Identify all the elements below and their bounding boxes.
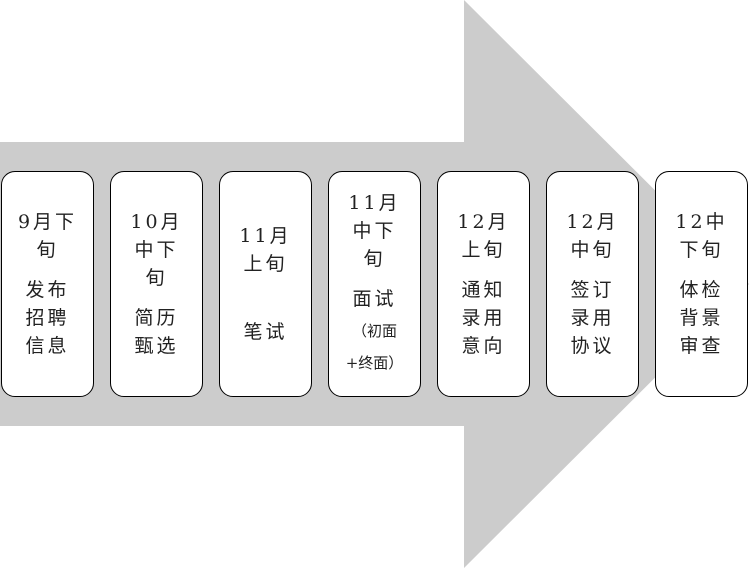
step-period: 11月 上旬 [239, 225, 292, 275]
step-period: 11月 中下 旬 [348, 192, 401, 270]
step-4-box: 11月 中下 旬 面试 （初面 +终面） [328, 171, 421, 397]
step-task: 签订 录用 协议 [570, 279, 615, 357]
step-note: （初面 +终面） [345, 322, 404, 372]
step-task: 笔试 [243, 321, 288, 343]
step-6-box: 12月 中旬 签订 录用 协议 [546, 171, 639, 397]
step-period: 12月 中旬 [566, 211, 619, 261]
step-7-box: 12中 下旬 体检 背景 审查 [655, 171, 748, 397]
step-2-box: 10月 中下 旬 简历 甄选 [110, 171, 203, 397]
step-1-box: 9月下 旬 发布 招聘 信息 [1, 171, 94, 397]
step-period: 9月下 旬 [17, 211, 78, 261]
step-task: 面试 [352, 288, 397, 310]
step-task: 简历 甄选 [134, 307, 179, 357]
step-3-box: 11月 上旬 笔试 [219, 171, 312, 397]
step-period: 12中 下旬 [675, 211, 728, 261]
step-task: 体检 背景 审查 [679, 279, 724, 357]
step-period: 10月 中下 旬 [130, 211, 183, 289]
step-5-box: 12月 上旬 通知 录用 意向 [437, 171, 530, 397]
step-task: 发布 招聘 信息 [25, 279, 70, 357]
step-period: 12月 上旬 [457, 211, 510, 261]
step-task: 通知 录用 意向 [461, 279, 506, 357]
